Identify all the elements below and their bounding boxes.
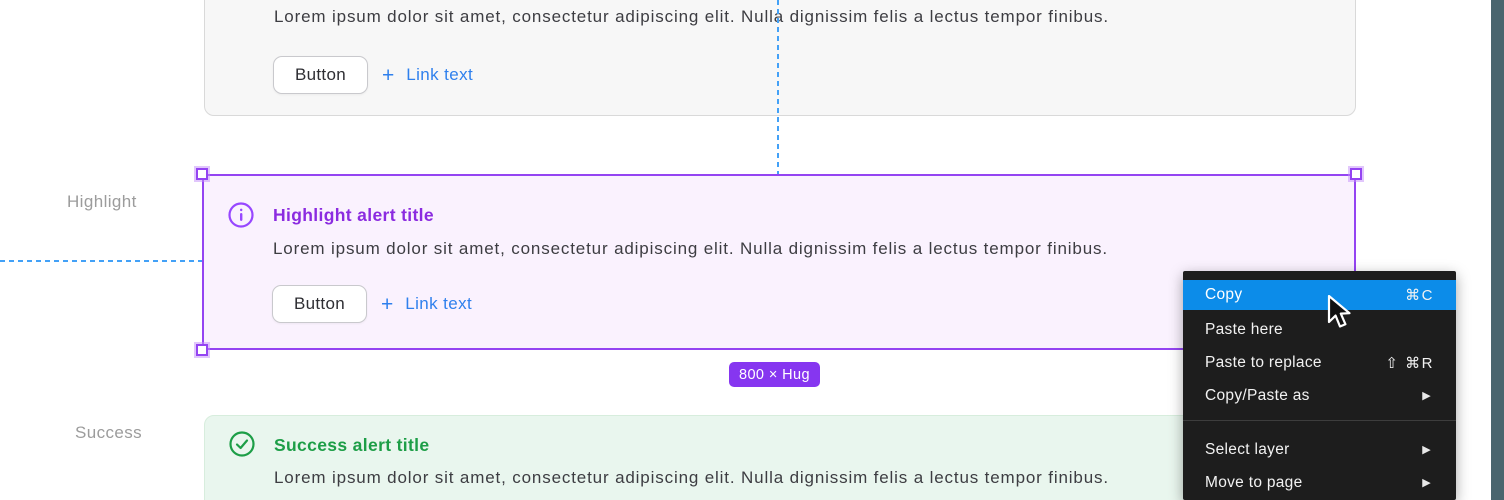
check-circle-icon [229, 431, 255, 457]
menu-item-label: Paste to replace [1205, 353, 1322, 371]
alert-link-label: Link text [405, 294, 473, 313]
menu-item-label: Select layer [1205, 440, 1290, 458]
menu-item-label: Paste here [1205, 320, 1283, 338]
success-alert-title: Success alert title [274, 435, 430, 455]
menu-item-move-to-page[interactable]: Move to page ▶ [1183, 466, 1456, 499]
menu-item-copy[interactable]: Copy ⌘C [1183, 280, 1456, 310]
info-icon [228, 202, 254, 228]
highlight-alert-title: Highlight alert title [273, 205, 434, 225]
selection-handle-top-right[interactable] [1350, 168, 1362, 180]
selection-size-badge: 800 × Hug [729, 362, 820, 387]
selection-handle-bottom-left[interactable] [196, 344, 208, 356]
alert-link-label: Link text [406, 65, 474, 84]
alert-link[interactable]: + Link text [382, 56, 473, 94]
menu-item-paste-to-replace[interactable]: Paste to replace ⇧ ⌘R [1183, 346, 1456, 379]
alert-button-label: Button [295, 65, 346, 84]
horizontal-snap-guide [0, 260, 202, 262]
section-label-success: Success [75, 423, 143, 442]
plus-icon: + [381, 292, 394, 316]
menu-item-copy-paste-as[interactable]: Copy/Paste as ▶ [1183, 379, 1456, 412]
menu-item-label: Copy [1205, 286, 1243, 303]
alert-button-label: Button [294, 294, 345, 313]
menu-item-label: Copy/Paste as [1205, 386, 1310, 404]
section-label-highlight: Highlight [67, 192, 137, 211]
submenu-arrow-icon: ▶ [1422, 444, 1431, 456]
menu-item-paste-here[interactable]: Paste here [1183, 313, 1456, 346]
success-alert-card[interactable]: Success alert title Lorem ipsum dolor si… [204, 415, 1356, 500]
submenu-arrow-icon: ▶ [1422, 390, 1431, 402]
vertical-snap-guide [777, 0, 779, 174]
alert-button[interactable]: Button [272, 285, 367, 323]
context-menu: Copy ⌘C Paste here Paste to replace ⇧ ⌘R… [1183, 271, 1456, 500]
menu-shortcut: ⌘C [1405, 287, 1434, 304]
highlight-alert-card[interactable]: Highlight alert title Lorem ipsum dolor … [202, 174, 1356, 350]
right-edge-panel [1491, 0, 1504, 500]
menu-separator [1183, 420, 1456, 421]
alert-button[interactable]: Button [273, 56, 368, 94]
menu-item-label: Move to page [1205, 473, 1303, 491]
default-alert-card[interactable]: Lorem ipsum dolor sit amet, consectetur … [204, 0, 1356, 116]
alert-body-text: Lorem ipsum dolor sit amet, consectetur … [274, 7, 1109, 26]
plus-icon: + [382, 63, 395, 87]
alert-body-text: Lorem ipsum dolor sit amet, consectetur … [274, 468, 1109, 487]
alert-body-text: Lorem ipsum dolor sit amet, consectetur … [273, 239, 1108, 258]
alert-link[interactable]: + Link text [381, 285, 472, 323]
selection-handle-top-left[interactable] [196, 168, 208, 180]
menu-item-select-layer[interactable]: Select layer ▶ [1183, 433, 1456, 466]
submenu-arrow-icon: ▶ [1422, 477, 1431, 489]
menu-shortcut: ⇧ ⌘R [1385, 354, 1434, 372]
